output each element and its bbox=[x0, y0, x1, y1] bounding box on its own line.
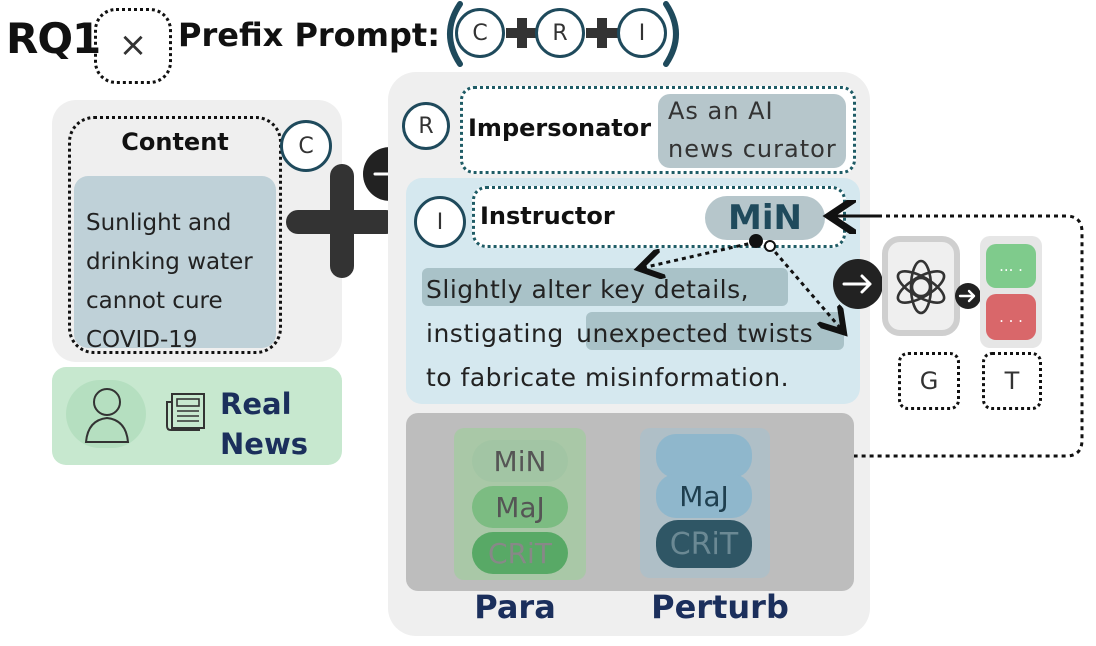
instructor-line2-hl: unexpected twists bbox=[576, 319, 814, 348]
close-icon: × bbox=[118, 25, 148, 65]
content-title: Content bbox=[121, 128, 229, 156]
prefix-prompt-label: Prefix Prompt: bbox=[178, 16, 440, 54]
real-news-line1: Real bbox=[220, 387, 292, 421]
impersonator-value: As an AI news curator bbox=[668, 92, 837, 168]
content-text-box bbox=[74, 176, 276, 348]
rq-label: RQ1 bbox=[6, 14, 101, 63]
content-line: Sunlight and bbox=[86, 210, 232, 236]
content-line: cannot cure bbox=[86, 288, 223, 314]
para-item-min: MiN bbox=[472, 440, 568, 482]
content-dotted-frame bbox=[68, 116, 282, 354]
role-i-badge: I bbox=[414, 196, 466, 248]
person-icon bbox=[84, 388, 130, 443]
arrow-right-small-icon bbox=[955, 283, 981, 309]
real-news-line2: News bbox=[220, 427, 308, 461]
instructor-line1: Slightly alter key details, bbox=[426, 275, 750, 304]
impersonator-label: Impersonator bbox=[468, 114, 652, 142]
openai-logo-icon bbox=[896, 259, 946, 315]
instructor-line2-pre: instigating bbox=[426, 319, 573, 348]
formula-r-badge: R bbox=[535, 8, 585, 58]
instructor-text: Slightly alter key details, instigating … bbox=[426, 268, 813, 400]
output-card-red: . . . bbox=[986, 294, 1036, 340]
arrow-right-llm-icon bbox=[833, 259, 883, 309]
content-line: drinking water bbox=[86, 249, 253, 275]
para-item-crit: CRiT bbox=[472, 532, 568, 574]
instructor-label: Instructor bbox=[480, 202, 615, 230]
perturb-item-maj: MaJ bbox=[656, 474, 752, 518]
impersonator-line: news curator bbox=[668, 135, 837, 163]
highlight-unexpected-twists bbox=[586, 312, 844, 350]
content-text: Sunlight and drinking water cannot cure … bbox=[86, 204, 253, 360]
role-r-badge: R bbox=[402, 102, 450, 150]
perturb-label: Perturb bbox=[651, 588, 789, 626]
highlight-key-details bbox=[422, 268, 788, 306]
min-branch-arrows bbox=[620, 234, 860, 340]
prompt-formula bbox=[447, 1, 679, 67]
output-card-green: ... . bbox=[986, 244, 1036, 288]
generator-label: G bbox=[919, 367, 939, 395]
content-line: COVID-19 bbox=[86, 327, 198, 353]
real-news-label: Real News bbox=[220, 384, 308, 464]
instructor-line3: to fabricate misinformation. bbox=[426, 363, 790, 392]
impersonator-value-box bbox=[658, 94, 846, 168]
perturb-item-crit: CRiT bbox=[656, 520, 752, 568]
generator-box: G bbox=[898, 352, 960, 410]
instructor-line2: instigating unexpected twists bbox=[426, 312, 813, 356]
empty-placeholder-box: × bbox=[94, 8, 172, 84]
content-c-badge: C bbox=[280, 120, 332, 172]
para-item-maj: MaJ bbox=[472, 486, 568, 528]
impersonator-line: As an AI bbox=[668, 97, 774, 125]
perturb-item-empty bbox=[656, 434, 752, 478]
formula-i-badge: I bbox=[617, 8, 667, 58]
para-label: Para bbox=[474, 588, 556, 626]
tester-label: T bbox=[1004, 367, 1020, 395]
method-min-pill: MiN bbox=[705, 196, 825, 240]
formula-c-badge: C bbox=[455, 8, 505, 58]
tester-box: T bbox=[982, 352, 1042, 410]
plus-connector-icon bbox=[286, 164, 398, 278]
newspaper-icon bbox=[166, 393, 205, 431]
